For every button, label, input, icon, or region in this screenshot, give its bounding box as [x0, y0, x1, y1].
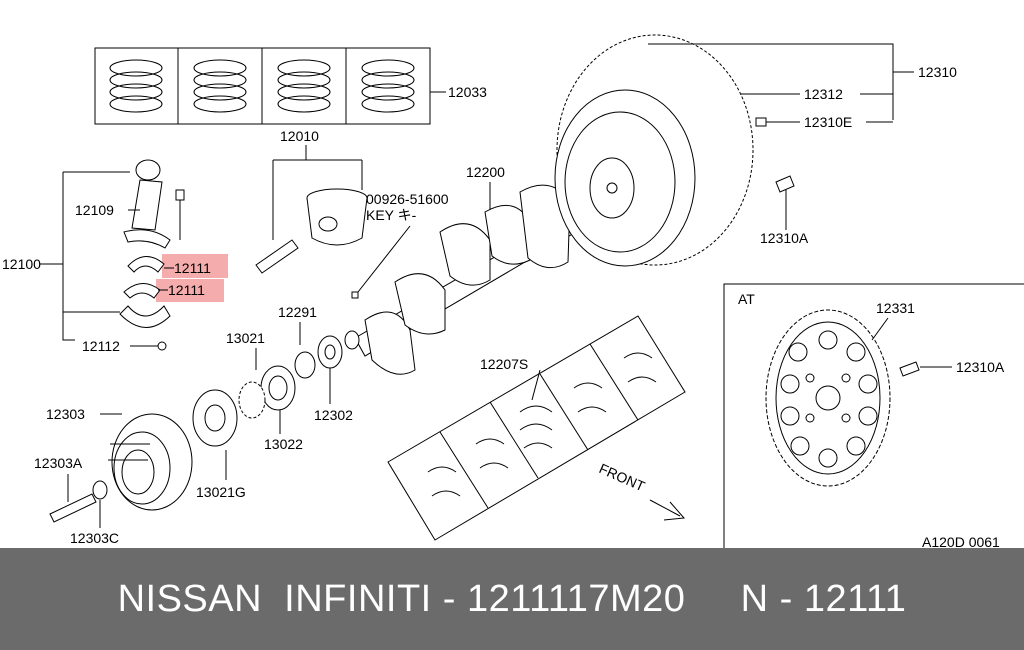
label-12331: 12331	[876, 300, 915, 316]
label-12112: 12112	[82, 338, 120, 354]
highlight-12111-upper	[162, 254, 228, 278]
rod-nut	[157, 341, 167, 351]
label-12033: 12033	[448, 84, 487, 100]
diagram-code: A120D 0061	[922, 534, 1000, 548]
label-12310e: 12310E	[804, 114, 852, 130]
piston-assembly	[255, 145, 368, 274]
label-12010: 12010	[280, 128, 319, 144]
flywheel	[554, 34, 894, 267]
label-12303a: 12303A	[34, 455, 83, 471]
label-12111-b: 12111	[168, 282, 205, 298]
label-12302: 12302	[314, 407, 353, 423]
piston-ring-set	[94, 47, 446, 125]
main-bearing-set	[387, 315, 686, 541]
label-12207s: 12207S	[480, 356, 528, 372]
label-12303c: 12303C	[70, 530, 119, 546]
front-arrow-icon	[649, 499, 686, 521]
label-13021: 13021	[226, 330, 265, 346]
pulley-washer	[92, 480, 108, 500]
label-13022: 13022	[264, 436, 303, 452]
rod-cap	[119, 305, 171, 328]
label-13021g: 13021G	[196, 484, 246, 500]
connecting-rod	[40, 159, 185, 341]
label-at: AT	[738, 291, 755, 307]
at-section	[723, 283, 1024, 548]
label-12310a-top: 12310A	[760, 230, 809, 246]
flywheel-bolt	[775, 175, 795, 230]
label-12111-a: 12111	[174, 260, 211, 276]
part-number-banner: NISSAN INFINITI - 1211117M20 N - 12111	[0, 548, 1024, 650]
label-12109: 12109	[75, 202, 114, 218]
crankshaft	[344, 179, 611, 375]
label-12310: 12310	[918, 64, 957, 80]
bearing-upper-half	[127, 256, 165, 273]
label-12312: 12312	[804, 86, 843, 102]
label-12303: 12303	[46, 406, 85, 422]
crank-pulley	[108, 413, 193, 511]
sprocket-parts	[192, 335, 343, 447]
pulley-bolt	[49, 493, 97, 523]
label-12100: 12100	[2, 256, 41, 272]
label-12291: 12291	[278, 304, 317, 320]
label-00926: 00926-51600	[366, 191, 449, 207]
parts-diagram: 12033 12010 00926-51600 KEY キ- 12200 123…	[2, 34, 1024, 548]
label-12310a-at: 12310A	[956, 359, 1005, 375]
highlight-12111-lower	[156, 279, 224, 302]
label-front: FRONT	[597, 460, 648, 494]
label-key: KEY キ-	[366, 207, 417, 223]
label-12200: 12200	[466, 164, 505, 180]
bearing-lower-half	[123, 283, 161, 299]
